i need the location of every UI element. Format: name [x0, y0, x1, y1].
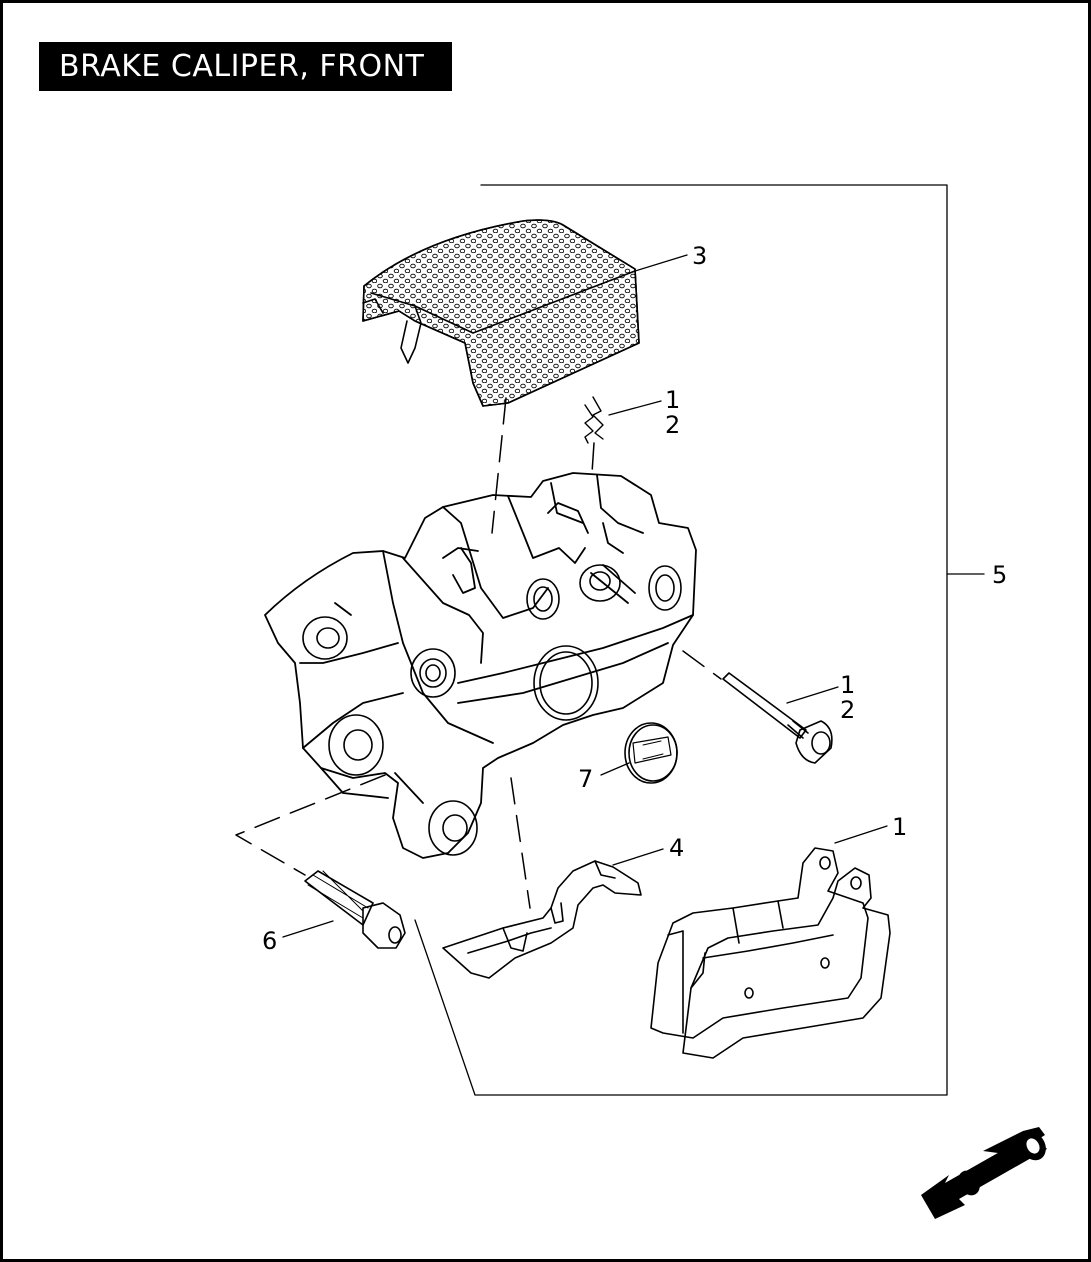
exploded-parts-diagram: 3 1 2 5 1 2 7 4 1 6: [235, 184, 1047, 1219]
pad-pin-part: [722, 672, 833, 764]
callout-clip-2: 2: [665, 411, 680, 439]
retaining-clip-part: [584, 396, 604, 444]
callout-bolt: 6: [262, 927, 277, 955]
piston-bores: [302, 564, 682, 856]
callout-medallion: 7: [578, 765, 593, 793]
page-title: BRAKE CALIPER, FRONT: [39, 42, 452, 91]
leader-lines: [282, 254, 888, 938]
pad-spring-part: [442, 860, 642, 979]
caliper-cover-part: [362, 219, 640, 407]
brake-pads-part: [650, 847, 891, 1059]
callout-kit: 5: [992, 561, 1007, 589]
assembly-dash-lines: [235, 397, 722, 909]
callout-cover: 3: [692, 242, 707, 270]
mounting-bolt-part: [304, 870, 406, 949]
caliper-body-part: [264, 472, 697, 859]
callout-pin-1: 1: [840, 671, 855, 699]
kit-bracket-lines: [414, 184, 985, 1096]
callout-pin-2: 2: [840, 696, 855, 724]
medallion-part: [624, 722, 678, 784]
callout-spring: 4: [669, 834, 684, 862]
motorcycle-direction-icon: [921, 1127, 1047, 1219]
callout-pads: 1: [892, 813, 907, 841]
callout-clip-1: 1: [665, 386, 680, 414]
